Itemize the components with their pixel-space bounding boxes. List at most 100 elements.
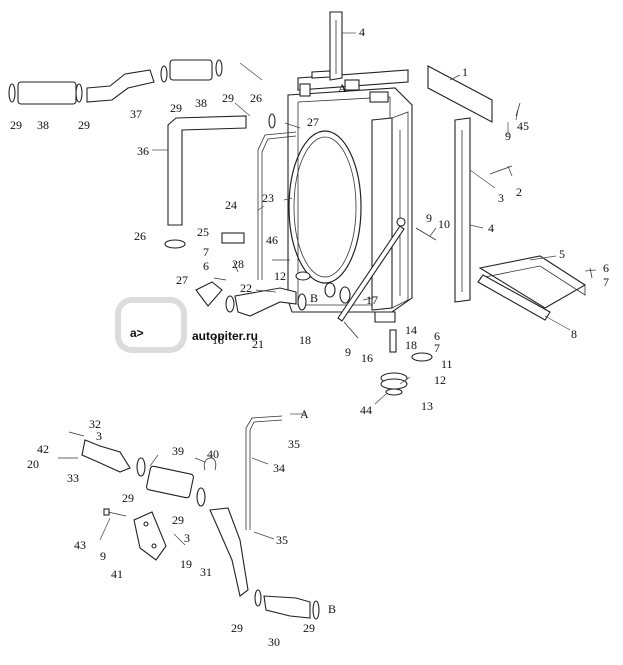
- callout-36: 36: [137, 144, 149, 158]
- callout-29-h: 29: [303, 621, 315, 635]
- bracket-25: [221, 232, 245, 244]
- clamp-18b: [297, 293, 307, 311]
- callout-22: 22: [240, 281, 252, 295]
- callout-9-top: 9: [505, 129, 511, 143]
- watermark-logo-icon: [115, 297, 187, 353]
- callout-41: 41: [111, 567, 123, 581]
- hose-21: [234, 287, 297, 317]
- elbow-fitting: [195, 281, 223, 307]
- callout-35-bottom: 35: [276, 533, 288, 547]
- callout-29-d: 29: [222, 91, 234, 105]
- u-clamp-40: [203, 457, 217, 471]
- clamp-29f: [196, 487, 206, 507]
- clamp-29a: [8, 83, 16, 103]
- radiator-assembly: [287, 69, 413, 323]
- callout-38-right: 38: [195, 96, 207, 110]
- callout-12-upper: 12: [274, 269, 286, 283]
- watermark-logo-glyph: a>: [130, 326, 144, 340]
- callout-6-bracket: 6: [203, 259, 209, 273]
- callout-44: 44: [360, 403, 372, 417]
- clamp-29d: [215, 59, 223, 77]
- callout-29-g: 29: [231, 621, 243, 635]
- callout-31: 31: [200, 565, 212, 579]
- leader-lines: [99, 32, 597, 546]
- fan-shroud: [288, 130, 362, 284]
- callout-20: 20: [27, 457, 39, 471]
- callout-labels: 1 2 3 4 4 5 6 7 8 9 45 9 10 6 7 14 18 11…: [10, 25, 609, 649]
- callout-6-tray: 6: [603, 261, 609, 275]
- hose-38-left: [17, 81, 77, 105]
- panel-1: [427, 65, 493, 123]
- clamp-18a: [225, 295, 235, 313]
- callout-6-mount: 6: [434, 329, 440, 343]
- callout-29-c: 29: [170, 101, 182, 115]
- hose-33: [81, 439, 131, 473]
- callout-14: 14: [405, 323, 417, 337]
- callout-24: 24: [225, 198, 237, 212]
- callout-7-mount: 7: [434, 341, 440, 355]
- callout-23: 23: [262, 191, 274, 205]
- hose-37: [86, 69, 155, 103]
- clamp-29b: [75, 83, 83, 103]
- callout-33: 33: [67, 471, 79, 485]
- watermark-text: autopiter.ru: [192, 329, 258, 343]
- tie-rod: [337, 225, 405, 322]
- watermark: a> autopiter.ru: [115, 297, 258, 353]
- callout-7-bracket: 7: [203, 245, 209, 259]
- callout-46: 46: [266, 233, 278, 247]
- clamp-29g: [254, 589, 262, 607]
- callout-27-left: 27: [176, 273, 188, 287]
- callout-10: 10: [438, 217, 450, 231]
- callout-40: 40: [207, 447, 219, 461]
- callout-9-lower: 9: [100, 549, 106, 563]
- bracket-10: [454, 117, 471, 303]
- callout-21: 21: [252, 337, 264, 351]
- callout-12-mount: 12: [434, 373, 446, 387]
- clamp-29c: [160, 65, 168, 83]
- callout-26-left: 26: [134, 229, 146, 243]
- callout-45: 45: [517, 119, 529, 133]
- clamp-26b: [268, 113, 276, 129]
- callout-18-right: 18: [299, 333, 311, 347]
- callout-18-left: 18: [212, 333, 224, 347]
- pipe-36: [167, 115, 247, 226]
- callout-2: 2: [516, 185, 522, 199]
- ref-b-radiator: B: [310, 291, 318, 305]
- hose-38-right: [169, 59, 213, 81]
- clamp-29e: [136, 457, 146, 477]
- callout-3-lower-a: 3: [96, 429, 102, 443]
- hose-39: [145, 465, 195, 499]
- mount-stack: [380, 329, 433, 396]
- callout-25: 25: [197, 225, 209, 239]
- gasket-26: [164, 239, 186, 249]
- callout-17: 17: [366, 293, 378, 307]
- hose-31: [209, 507, 249, 597]
- callout-16: 16: [361, 351, 373, 365]
- callout-43: 43: [74, 538, 86, 552]
- callout-29-f: 29: [172, 513, 184, 527]
- ref-a-radiator: A: [338, 81, 347, 95]
- callout-7-tray: 7: [603, 275, 609, 289]
- callout-11: 11: [441, 357, 453, 371]
- reference-letters: A A B B: [300, 81, 347, 616]
- callout-38-left: 38: [37, 118, 49, 132]
- ref-b-hose: B: [328, 602, 336, 616]
- callout-30: 30: [268, 635, 280, 649]
- callout-35-top: 35: [288, 437, 300, 451]
- callout-29-e: 29: [122, 491, 134, 505]
- callout-34: 34: [273, 461, 285, 475]
- fasteners: [58, 102, 593, 459]
- pipe-24: [257, 131, 297, 280]
- callout-39: 39: [172, 444, 184, 458]
- callout-5: 5: [559, 247, 565, 261]
- callout-27-top: 27: [307, 115, 319, 129]
- callout-4-top: 4: [359, 25, 365, 39]
- callout-3: 3: [498, 191, 504, 205]
- callout-28: 28: [232, 257, 244, 271]
- callout-32: 32: [89, 417, 101, 431]
- rail-8: [477, 274, 551, 321]
- bracket-41: [133, 511, 167, 561]
- callout-29-b: 29: [78, 118, 90, 132]
- callout-1: 1: [462, 65, 468, 79]
